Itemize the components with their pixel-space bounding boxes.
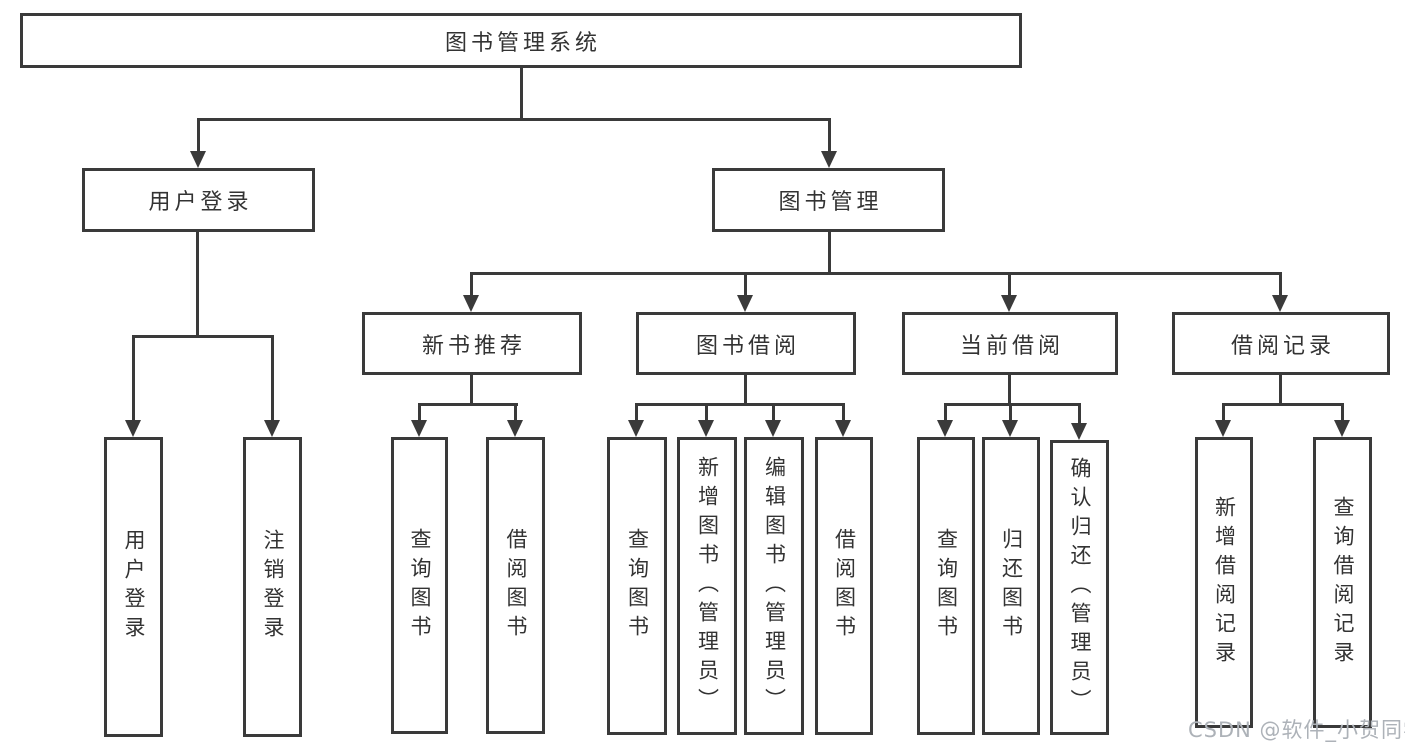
leaf-user-login: 用户登录 <box>104 437 163 737</box>
connector-line <box>944 403 947 422</box>
leaf-return-books: 归还图书 <box>982 437 1040 735</box>
arrowhead-down <box>937 420 953 437</box>
connector-line <box>705 403 708 422</box>
leaf-confirm-return-admin: 确认归还（管理员） <box>1050 440 1109 735</box>
arrowhead-down <box>190 151 206 168</box>
connector-line <box>1078 403 1081 425</box>
arrowhead-down <box>698 420 714 437</box>
arrowhead-down <box>507 420 523 437</box>
connector-line <box>635 403 845 406</box>
connector-line <box>1008 374 1011 406</box>
node-user-login: 用户登录 <box>82 168 315 232</box>
arrowhead-down <box>463 295 479 312</box>
node-book-management: 图书管理 <box>712 168 945 232</box>
connector-line <box>514 403 517 422</box>
connector-line <box>470 272 1281 275</box>
connector-line <box>470 272 473 296</box>
node-borrowing-records: 借阅记录 <box>1172 312 1390 375</box>
connector-line <box>828 118 831 153</box>
arrowhead-down <box>1001 295 1017 312</box>
connector-line <box>1222 403 1344 406</box>
connector-line <box>744 374 747 406</box>
arrowhead-down <box>765 420 781 437</box>
connector-line <box>1008 272 1011 296</box>
connector-line <box>828 231 831 275</box>
leaf-borrow-books-newbook: 借阅图书 <box>486 437 545 734</box>
arrowhead-down <box>1002 420 1018 437</box>
node-new-book-recommendation: 新书推荐 <box>362 312 582 375</box>
leaf-query-books-borrow: 查询图书 <box>607 437 667 735</box>
arrowhead-down <box>264 420 280 437</box>
arrowhead-down <box>737 295 753 312</box>
node-book-borrowing: 图书借阅 <box>636 312 856 375</box>
arrowhead-down <box>1272 295 1288 312</box>
connector-line <box>196 231 199 338</box>
node-current-borrowing: 当前借阅 <box>902 312 1118 375</box>
connector-line <box>132 335 274 338</box>
connector-line <box>1009 403 1012 422</box>
connector-line <box>520 67 523 120</box>
arrowhead-down <box>1071 423 1087 440</box>
leaf-edit-books-admin: 编辑图书（管理员） <box>744 437 804 735</box>
connector-line <box>772 403 775 422</box>
leaf-query-books-current: 查询图书 <box>917 437 975 735</box>
leaf-add-borrow-record: 新增借阅记录 <box>1195 437 1253 728</box>
connector-line <box>271 335 274 422</box>
connector-line <box>470 374 473 406</box>
connector-line <box>418 403 518 406</box>
leaf-query-books-newbook: 查询图书 <box>391 437 448 734</box>
arrowhead-down <box>1215 420 1231 437</box>
connector-line <box>842 403 845 422</box>
connector-line <box>197 118 831 121</box>
connector-line <box>197 118 200 153</box>
node-library-management-system: 图书管理系统 <box>20 13 1022 68</box>
leaf-add-books-admin: 新增图书（管理员） <box>677 437 737 735</box>
connector-line <box>1341 403 1344 422</box>
connector-line <box>1279 272 1282 296</box>
csdn-watermark: CSDN @软件_小贺同学 <box>1188 718 1405 742</box>
connector-line <box>132 335 135 422</box>
leaf-borrow-books-borrow: 借阅图书 <box>815 437 873 735</box>
arrowhead-down <box>125 420 141 437</box>
connector-line <box>635 403 638 422</box>
arrowhead-down <box>628 420 644 437</box>
leaf-query-borrow-record: 查询借阅记录 <box>1313 437 1372 728</box>
arrowhead-down <box>1334 420 1350 437</box>
arrowhead-down <box>835 420 851 437</box>
arrowhead-down <box>821 151 837 168</box>
connector-line <box>1222 403 1225 422</box>
connector-line <box>1279 374 1282 406</box>
connector-line <box>418 403 421 422</box>
connector-line <box>744 272 747 296</box>
arrowhead-down <box>411 420 427 437</box>
leaf-logout: 注销登录 <box>243 437 302 737</box>
connector-line <box>944 403 1081 406</box>
